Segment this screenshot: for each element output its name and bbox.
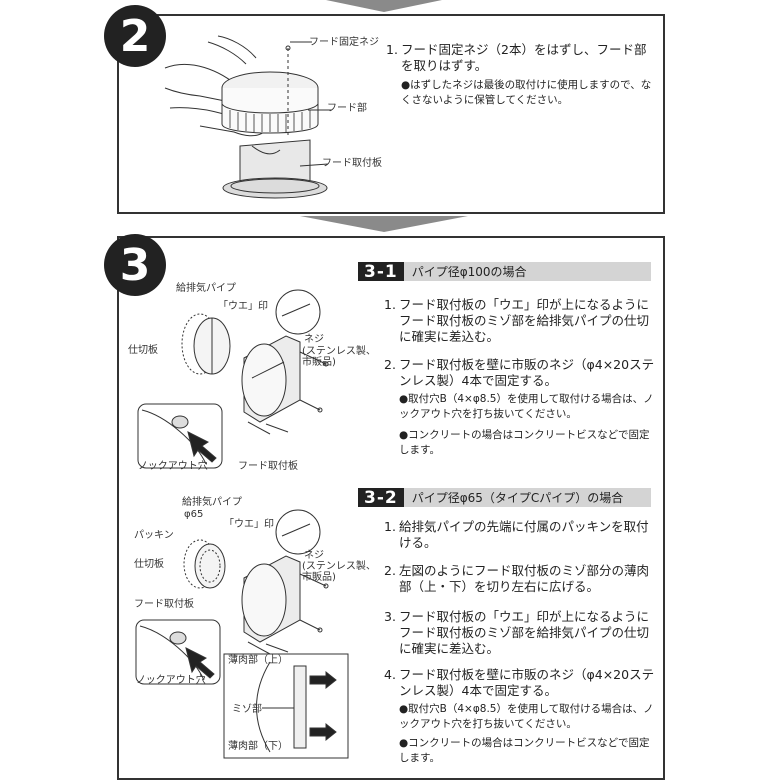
step3-number: 3	[119, 239, 151, 291]
step2-number-badge: 2	[104, 5, 166, 67]
sec3-2-item-3-number: 3.	[384, 609, 396, 624]
sec3-1-label-plate: フード取付板	[238, 461, 298, 472]
sec3-1-label-ue: 「ウエ」印	[218, 301, 268, 312]
sec3-2-header: 3-2 パイプ径φ65（タイプCパイプ）の場合	[358, 488, 651, 508]
sec3-1-label-divider: 仕切板	[128, 345, 158, 356]
sec3-2-label-thin-bottom: 薄肉部（下）	[228, 741, 288, 752]
sec3-2-label-divider: 仕切板	[134, 559, 164, 570]
sec3-1-title: パイプ径φ100の場合	[411, 265, 527, 279]
sec3-1-item-2-text: フード取付板を壁に市販のネジ（φ4×20ステンレス製）4本で固定する。	[399, 357, 655, 388]
step-arrow-middle	[300, 216, 468, 232]
step-arrow-top	[326, 0, 442, 12]
sec3-1-note-2: ●コンクリートの場合はコンクリートビスなどで固定します。	[399, 429, 650, 456]
sec3-2-item-2-number: 2.	[384, 563, 396, 578]
sec3-1-note-1: ●取付穴B（4×φ8.5）を使用して取付ける場合は、ノックアウト穴を打ち抜いてく…	[399, 393, 654, 420]
step2-note: ●はずしたネジは最後の取付けに使用しますので、なくさないように保管してください。	[401, 79, 652, 106]
step2-label-screw: フード固定ネジ	[309, 37, 379, 48]
sec3-1-item-1-number: 1.	[384, 297, 396, 312]
sec3-2-label-ue: 「ウエ」印	[224, 519, 274, 530]
sec3-2-knockout-detail	[134, 618, 224, 688]
step2-instruction-number: 1.	[386, 42, 398, 57]
sec3-2-item-2-text: 左図のようにフード取付板のミゾ部分の薄肉部（上・下）を切り左右に広げる。	[399, 563, 650, 594]
sec3-1-mounting-illustration	[160, 282, 340, 442]
sec3-2-item-3-text: フード取付板の「ウエ」印が上になるようにフード取付板のミゾ部を給排気パイプの仕切…	[399, 609, 650, 656]
step2-hood-removal-illustration	[160, 28, 380, 208]
step2-panel	[117, 14, 665, 214]
step2-label-hood: フード部	[327, 103, 367, 114]
sec3-2-item-1-text: 給排気パイプの先端に付属のパッキンを取付ける。	[399, 519, 649, 550]
sec3-2-item-4-text: フード取付板を壁に市販のネジ（φ4×20ステンレス製）4本で固定する。	[399, 667, 655, 698]
sec3-1-number: 3-1	[358, 262, 404, 282]
sec3-2-label-thin-top: 薄肉部（上）	[228, 655, 288, 666]
sec3-2-label-screw-sub2: 市販品)	[302, 572, 336, 583]
sec3-2-label-pipe-diameter: φ65	[184, 509, 204, 520]
sec3-2-label-packing: パッキン	[134, 530, 174, 541]
sec3-2-item-4-number: 4.	[384, 667, 396, 682]
sec3-2-note-2: ●コンクリートの場合はコンクリートビスなどで固定します。	[399, 737, 650, 764]
sec3-2-label-screw: ネジ	[304, 550, 324, 561]
sec3-1-label-screw-sub2: 市販品)	[302, 357, 336, 368]
sec3-1-item-1-text: フード取付板の「ウエ」印が上になるようにフード取付板のミゾ部を給排気パイプの仕切…	[399, 297, 650, 344]
step2-instruction-text: フード固定ネジ（2本）をはずし、フード部を取りはずす。	[401, 42, 647, 73]
sec3-2-thin-part-detail	[222, 652, 350, 762]
sec3-1-header: 3-1 パイプ径φ100の場合	[358, 262, 651, 282]
sec3-2-label-screw-sub1: (ステンレス製、	[302, 561, 376, 572]
sec3-1-label-knockout: ノックアウト穴	[138, 461, 208, 472]
sec3-2-note-1: ●取付穴B（4×φ8.5）を使用して取付ける場合は、ノックアウト穴を打ち抜いてく…	[399, 703, 654, 730]
sec3-1-label-pipe: 給排気パイプ	[176, 283, 236, 294]
sec3-2-mounting-illustration	[160, 508, 340, 658]
sec3-1-label-screw: ネジ	[304, 334, 324, 345]
sec3-2-number: 3-2	[358, 488, 404, 508]
sec3-2-title: パイプ径φ65（タイプCパイプ）の場合	[411, 491, 624, 505]
step2-label-plate: フード取付板	[322, 158, 382, 169]
sec3-2-label-pipe: 給排気パイプ	[182, 497, 242, 508]
sec3-2-label-knockout: ノックアウト穴	[136, 675, 206, 686]
sec3-1-item-2-number: 2.	[384, 357, 396, 372]
sec3-2-item-1-number: 1.	[384, 519, 396, 534]
sec3-2-label-groove: ミゾ部	[232, 704, 262, 715]
sec3-1-label-screw-sub1: (ステンレス製、	[302, 346, 376, 357]
sec3-2-label-plate: フード取付板	[134, 599, 194, 610]
step2-number: 2	[119, 10, 151, 62]
step3-number-badge: 3	[104, 234, 166, 296]
sec3-1-knockout-detail	[136, 402, 226, 472]
